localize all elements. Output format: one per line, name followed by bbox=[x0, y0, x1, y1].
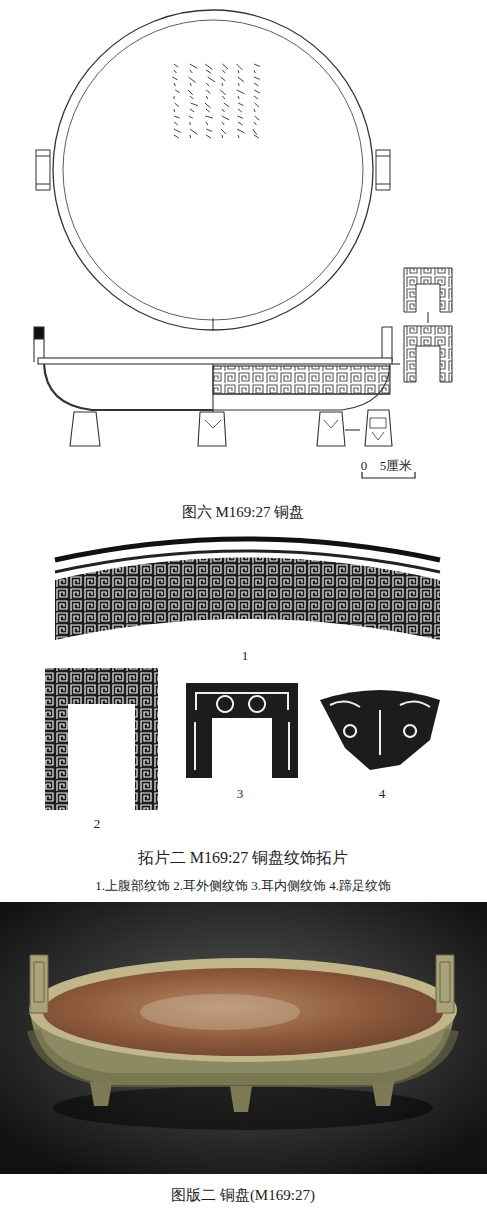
rubbing-ear-inner bbox=[186, 683, 298, 778]
side-view bbox=[34, 312, 428, 446]
scale-zero: 0 bbox=[361, 458, 368, 474]
figure-subcaption: 1.上腹部纹饰 2.耳外侧纹饰 3.耳内侧纹饰 4.蹄足纹饰 bbox=[95, 878, 391, 894]
callout-number: 4 bbox=[379, 786, 386, 802]
callout-number: 2 bbox=[94, 816, 101, 832]
figure-caption: 图六 M169:27 铜盘 bbox=[182, 503, 305, 521]
ear-detail bbox=[404, 268, 452, 382]
figure-caption: 图版二 铜盘(M169:27) bbox=[171, 1186, 315, 1204]
rubbing-band bbox=[55, 539, 440, 640]
callout-number: 1 bbox=[242, 648, 249, 664]
figure-caption: 拓片二 M169:27 铜盘纹饰拓片 bbox=[138, 848, 349, 867]
scale-unit: 5厘米 bbox=[380, 458, 413, 474]
rubbing-ear-outer bbox=[45, 668, 158, 810]
inscription-glyphs bbox=[172, 64, 260, 138]
callout-number: 3 bbox=[237, 786, 244, 802]
top-view bbox=[36, 10, 390, 330]
photograph bbox=[0, 902, 487, 1174]
inscription-strokes bbox=[172, 64, 260, 138]
rubbing-foot bbox=[320, 690, 440, 770]
